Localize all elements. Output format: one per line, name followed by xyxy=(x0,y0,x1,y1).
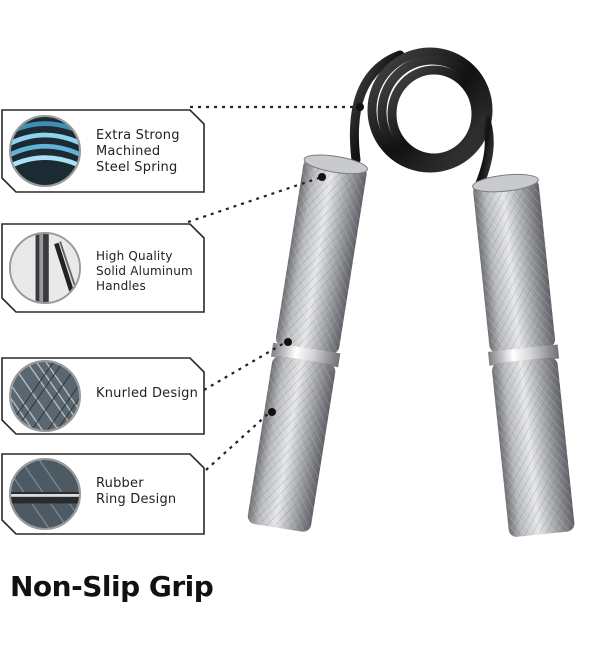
leader-end-dots xyxy=(268,103,364,416)
callout-leaders xyxy=(187,105,356,471)
rubber-ring-thumbnail xyxy=(9,458,81,530)
handle-thumbnail xyxy=(9,232,81,304)
knurled-thumbnail xyxy=(9,360,81,432)
feature-callout-knurled: Knurled Design xyxy=(0,356,206,436)
feature-label-handles: High Quality Solid Aluminum Handles xyxy=(96,249,193,293)
feature-callout-spring: Extra Strong Machined Steel Spring xyxy=(0,108,206,194)
feature-callout-rubber-ring: Rubber Ring Design xyxy=(0,452,206,536)
feature-callout-handles: High Quality Solid Aluminum Handles xyxy=(0,222,206,314)
left-handle xyxy=(247,154,368,532)
spring-thumbnail xyxy=(9,115,81,187)
right-handle xyxy=(472,173,575,537)
tagline: Non-Slip Grip xyxy=(10,570,214,603)
steel-spring xyxy=(349,47,494,193)
feature-label-rubber-ring: Rubber Ring Design xyxy=(96,476,177,507)
feature-label-spring: Extra Strong Machined Steel Spring xyxy=(96,128,180,175)
feature-label-knurled: Knurled Design xyxy=(96,386,199,401)
